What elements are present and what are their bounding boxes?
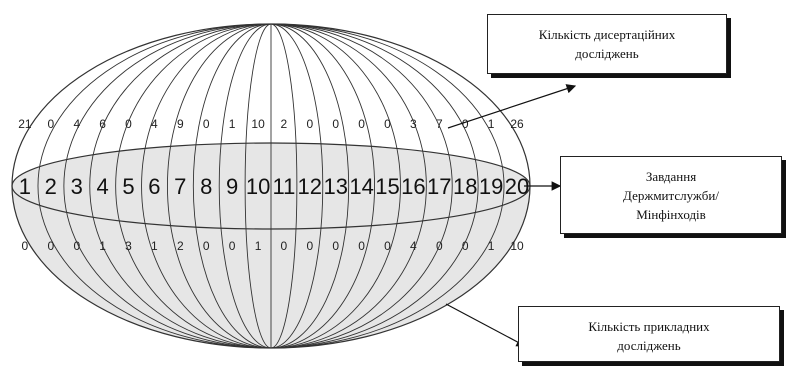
bottom-value: 1 <box>99 239 106 253</box>
top-value: 0 <box>462 117 469 131</box>
top-value: 4 <box>73 117 80 131</box>
meridian-line <box>270 23 376 349</box>
bottom-value: 0 <box>462 239 469 253</box>
meridian-line <box>270 23 453 349</box>
top-value: 9 <box>177 117 184 131</box>
bottom-value: 0 <box>436 239 443 253</box>
bottom-value: 0 <box>73 239 80 253</box>
index-number: 14 <box>349 174 373 199</box>
label-dissertation-line-2: досліджень <box>575 46 639 61</box>
index-number: 10 <box>246 174 270 199</box>
meridian-line <box>270 23 427 349</box>
meridian-line <box>270 23 479 349</box>
index-number: 11 <box>272 174 295 199</box>
bottom-value: 3 <box>125 239 132 253</box>
meridian-line <box>270 23 324 349</box>
bottom-value: 0 <box>358 239 365 253</box>
arrow-bottom <box>445 303 527 347</box>
meridian-line <box>63 23 272 349</box>
index-number: 8 <box>200 174 212 199</box>
top-value: 0 <box>358 117 365 131</box>
bottom-value: 1 <box>151 239 158 253</box>
bottom-value: 1 <box>255 239 262 253</box>
index-number: 12 <box>298 174 322 199</box>
label-dissertation-line-1: Кількість дисертаційних <box>538 27 676 42</box>
label-tasks-line-2: Держмитслужби/ <box>623 188 719 203</box>
index-number: 17 <box>427 174 451 199</box>
index-number: 6 <box>148 174 160 199</box>
label-tasks-line-1: Завдання <box>645 169 697 184</box>
bottom-value: 0 <box>306 239 313 253</box>
bottom-value: 0 <box>332 239 339 253</box>
top-value: 0 <box>332 117 339 131</box>
meridian-line <box>270 23 401 349</box>
bottom-value: 1 <box>488 239 495 253</box>
top-value: 1 <box>229 117 236 131</box>
bottom-value: 0 <box>47 239 54 253</box>
top-value: 7 <box>436 117 443 131</box>
top-value: 6 <box>99 117 106 131</box>
top-value: 0 <box>203 117 210 131</box>
label-applied-research: Кількість прикладних досліджень <box>518 306 780 362</box>
top-value: 4 <box>151 117 158 131</box>
bottom-value: 0 <box>384 239 391 253</box>
arrow-top <box>447 84 577 129</box>
top-value: 0 <box>125 117 132 131</box>
meridian-line <box>218 23 272 349</box>
index-number: 3 <box>71 174 83 199</box>
bottom-value: 10 <box>510 239 524 253</box>
bottom-value: 0 <box>203 239 210 253</box>
meridian-line <box>244 23 272 349</box>
top-value: 0 <box>47 117 54 131</box>
bottom-value: 4 <box>410 239 417 253</box>
top-values-row: 21 0 4 6 0 4 9 0 1 10 2 0 0 0 0 3 7 0 1 26 <box>18 117 524 131</box>
meridian-line <box>192 23 272 349</box>
index-number: 16 <box>401 174 425 199</box>
top-value: 1 <box>488 117 495 131</box>
label-dissertation-research: Кількість дисертаційних досліджень <box>487 14 727 74</box>
index-number: 7 <box>174 174 186 199</box>
bottom-value: 0 <box>229 239 236 253</box>
index-number: 5 <box>122 174 134 199</box>
meridian-lines <box>37 23 505 349</box>
index-number: 19 <box>479 174 503 199</box>
meridian-line <box>141 23 272 349</box>
meridian-line <box>166 23 272 349</box>
bottom-value: 0 <box>22 239 29 253</box>
meridian-line <box>37 23 272 349</box>
label-applied-line-2: досліджень <box>617 338 681 353</box>
meridian-line <box>270 23 505 349</box>
bottom-value: 2 <box>177 239 184 253</box>
top-value: 0 <box>306 117 313 131</box>
meridian-line <box>270 23 298 349</box>
meridian-line <box>115 23 272 349</box>
top-value: 3 <box>410 117 417 131</box>
meridian-line <box>270 23 350 349</box>
index-number: 13 <box>323 174 347 199</box>
top-value: 26 <box>510 117 524 131</box>
index-number: 2 <box>45 174 57 199</box>
top-value: 0 <box>384 117 391 131</box>
top-value: 21 <box>18 117 32 131</box>
top-value: 10 <box>251 117 265 131</box>
bottom-value: 0 <box>281 239 288 253</box>
meridian-line <box>89 23 272 349</box>
index-number: 18 <box>453 174 477 199</box>
index-number: 15 <box>375 174 399 199</box>
label-applied-line-1: Кількість прикладних <box>588 319 710 334</box>
index-number: 4 <box>96 174 108 199</box>
index-number: 9 <box>226 174 238 199</box>
label-tasks-line-3: Мінфінходів <box>636 207 706 222</box>
top-value: 2 <box>281 117 288 131</box>
label-customs-tasks: Завдання Держмитслужби/ Мінфінходів <box>560 156 782 234</box>
index-number: 1 <box>19 174 31 199</box>
